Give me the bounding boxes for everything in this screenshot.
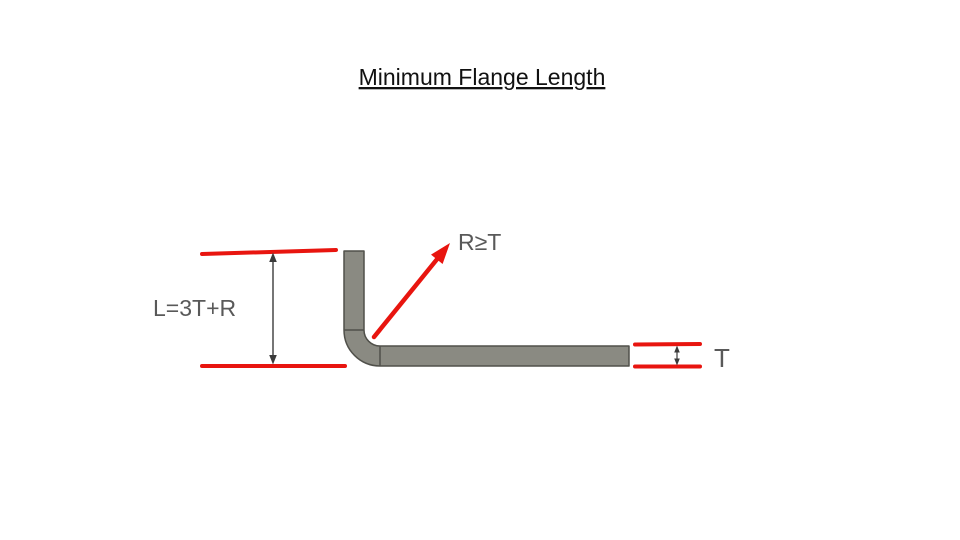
thickness-label: T (714, 343, 730, 373)
bend-radius-label: R≥T (458, 229, 501, 255)
thickness-top-extension-line (633, 342, 702, 347)
flange-length-label: L=3T+R (153, 295, 236, 321)
thickness-arrowhead-top (674, 345, 680, 353)
bend-radius-arrow-line (371, 255, 441, 340)
thickness-arrowhead-bottom (674, 358, 680, 366)
sheet-metal-part (343, 250, 630, 367)
flange-length-arrowhead-bottom (269, 355, 277, 365)
flange-top-extension-line (200, 248, 338, 256)
flange-length-arrowhead-top (269, 252, 277, 262)
bend-radius-arrowhead (431, 243, 450, 264)
diagram-title: Minimum Flange Length (359, 64, 606, 90)
